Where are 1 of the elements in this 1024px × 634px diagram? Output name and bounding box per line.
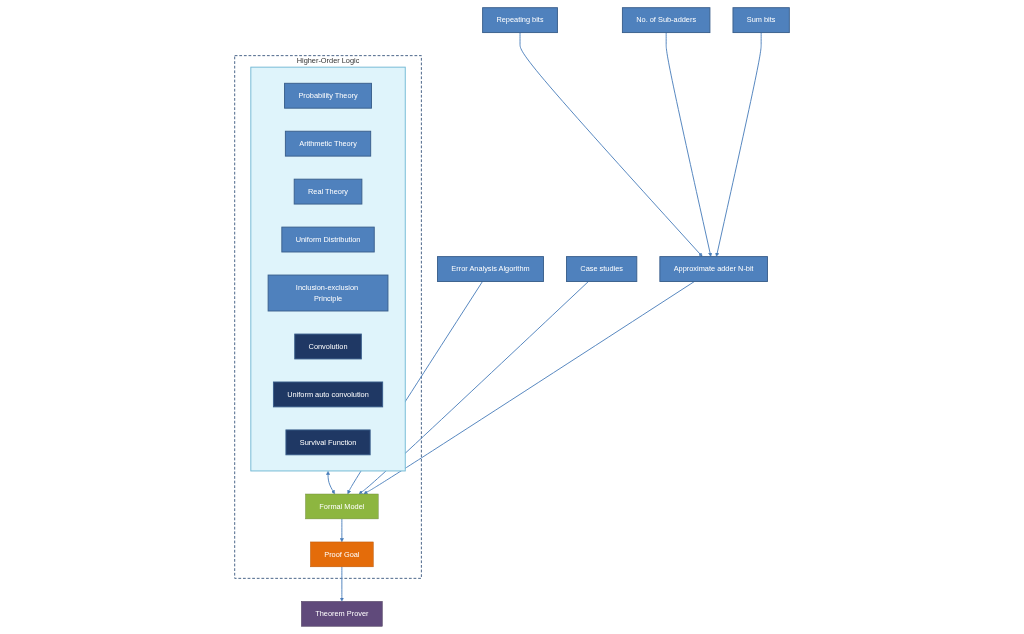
cluster <box>250 66 406 472</box>
